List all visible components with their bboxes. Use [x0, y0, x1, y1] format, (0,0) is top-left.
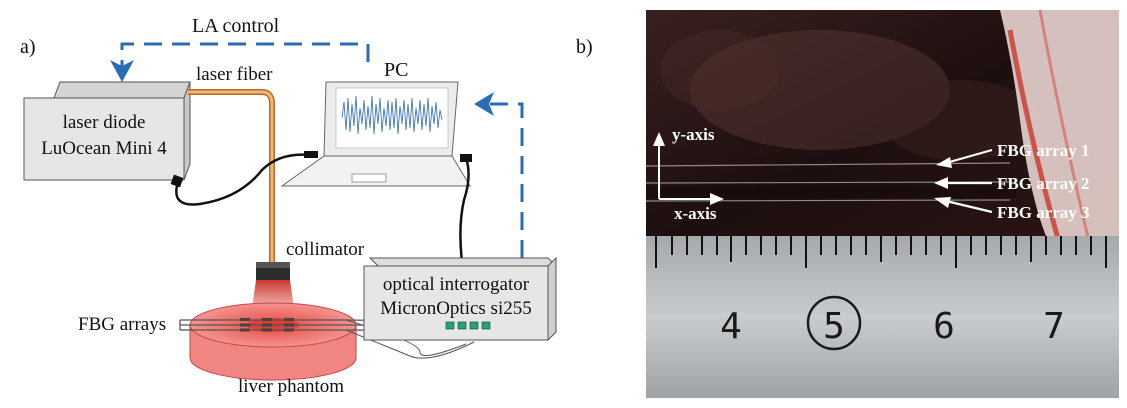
laser-fiber-label: laser fiber [196, 64, 273, 85]
interrogator-label-1: optical interrogator [383, 274, 530, 295]
x-axis-arrow-icon [710, 193, 724, 205]
pc-usb-connector-left [304, 151, 318, 158]
y-axis-label: y-axis [672, 125, 715, 144]
la-control-label: LA control [192, 15, 280, 37]
interrogator-feedback-line [488, 102, 524, 258]
liver-phantom-label: liver phantom [238, 376, 344, 397]
laser-fiber [188, 89, 275, 262]
x-axis-label: x-axis [674, 204, 717, 223]
optical-interrogator: optical interrogator MicronOptics si255 [363, 256, 558, 342]
la-control-line [120, 42, 370, 68]
diode-pc-cable [175, 153, 319, 206]
fbg-array-arrowheads [934, 157, 952, 208]
laser-diode: laser diode LuOcean Mini 4 [23, 81, 191, 181]
interrogator-channel-connectors [445, 321, 491, 330]
fbg-grating-marks [240, 318, 294, 332]
panel-a: a) LA control laser diode LuOcean Mini 4… [20, 15, 558, 397]
collimator [256, 262, 290, 280]
ruler-number-7: 7 [1043, 306, 1065, 347]
la-control-arrow-icon [110, 60, 134, 82]
pc-screen-signal [341, 95, 443, 135]
panel-a-label: a) [20, 36, 36, 58]
ruler-number-4: 4 [720, 306, 742, 347]
fbg-array-arrows [945, 148, 993, 214]
pc-laptop [280, 81, 471, 187]
panel-b-label: b) [576, 36, 593, 58]
panel-b: b) [576, 9, 1119, 398]
pc-label: PC [384, 59, 408, 81]
collimator-label: collimator [286, 239, 365, 260]
ruler-number-5: 5 [823, 306, 845, 347]
fbg-arrays-label: FBG arrays [78, 314, 166, 335]
ruler-number-6: 6 [933, 306, 955, 347]
ruler-ticks [655, 236, 1107, 268]
diode-usb-connector [170, 174, 184, 188]
laser-diode-label-2: LuOcean Mini 4 [41, 138, 167, 159]
phantom-photo [645, 9, 1119, 247]
fbg-array-1-label: FBG array 1 [997, 141, 1090, 160]
panel-divider [566, 0, 567, 408]
liver-phantom [189, 302, 357, 381]
pc-usb-connector-right [460, 154, 472, 162]
ruler-number-5-circle [806, 295, 862, 351]
ruler: 4 5 6 7 [646, 236, 1119, 398]
y-axis-arrow-icon [653, 132, 665, 146]
fbg-array-2-label: FBG array 2 [997, 174, 1090, 193]
feedback-arrow-icon [474, 92, 494, 116]
interrogator-label-2: MicronOptics si255 [380, 298, 531, 319]
pc-interrogator-cable [459, 157, 470, 263]
fbg-array-3-label: FBG array 3 [997, 203, 1090, 222]
coordinate-axes [658, 140, 716, 200]
laser-diode-label-1: laser diode [63, 112, 146, 133]
